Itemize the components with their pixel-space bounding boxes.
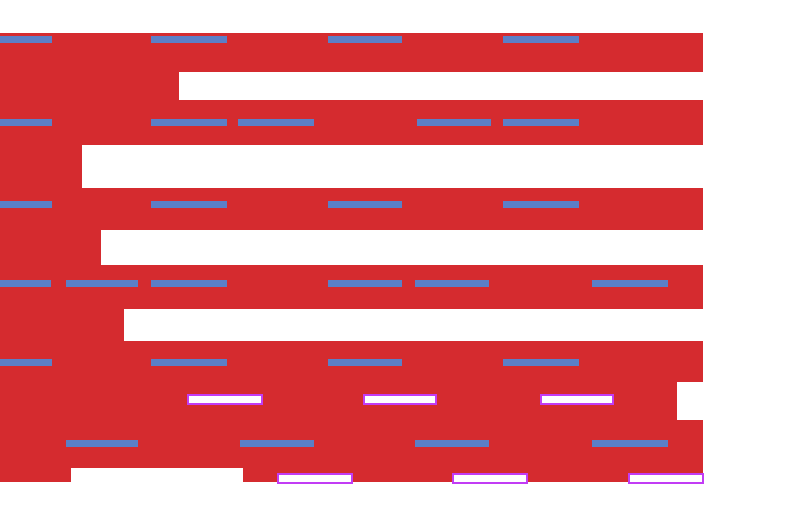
highlight-span[interactable] — [151, 119, 227, 126]
page-gap — [0, 482, 799, 509]
highlight-span[interactable] — [240, 440, 314, 447]
highlight-span[interactable] — [503, 201, 579, 208]
page-gap — [124, 309, 799, 341]
redaction-block — [0, 459, 71, 482]
highlight-span[interactable] — [328, 359, 402, 366]
highlight-span[interactable] — [0, 119, 52, 126]
redaction-block — [0, 230, 101, 265]
highlight-span[interactable] — [415, 440, 489, 447]
redaction-block — [0, 309, 124, 341]
highlight-span[interactable] — [151, 359, 227, 366]
annotation-box[interactable] — [363, 394, 437, 405]
redaction-block — [0, 145, 82, 188]
redaction-block — [0, 188, 703, 230]
highlight-span[interactable] — [415, 280, 489, 287]
redaction-block — [0, 265, 703, 309]
redaction-block — [0, 100, 703, 145]
highlight-span[interactable] — [151, 280, 227, 287]
highlight-span[interactable] — [503, 359, 579, 366]
annotation-box[interactable] — [187, 394, 263, 405]
highlight-span[interactable] — [503, 36, 579, 43]
redaction-block — [243, 459, 703, 482]
annotation-box[interactable] — [628, 473, 704, 484]
page-gap — [179, 72, 799, 100]
highlight-span[interactable] — [328, 201, 402, 208]
highlight-span[interactable] — [151, 201, 227, 208]
highlight-span[interactable] — [0, 36, 52, 43]
annotation-box[interactable] — [540, 394, 614, 405]
highlight-span[interactable] — [151, 36, 227, 43]
highlight-span[interactable] — [592, 280, 668, 287]
highlight-span[interactable] — [66, 440, 138, 447]
page-gap — [101, 230, 799, 265]
highlight-span[interactable] — [0, 359, 52, 366]
highlight-span[interactable] — [417, 119, 491, 126]
annotation-box[interactable] — [452, 473, 528, 484]
page-gap — [82, 145, 799, 188]
redaction-block — [0, 72, 179, 100]
page-gap — [703, 0, 799, 509]
highlight-span[interactable] — [592, 440, 668, 447]
highlight-span[interactable] — [503, 119, 579, 126]
highlight-span[interactable] — [0, 280, 51, 287]
highlight-span[interactable] — [66, 280, 138, 287]
page-gap — [0, 0, 799, 33]
highlight-span[interactable] — [0, 201, 52, 208]
highlight-span[interactable] — [328, 36, 402, 43]
highlight-span[interactable] — [328, 280, 402, 287]
highlight-span[interactable] — [238, 119, 314, 126]
annotation-box[interactable] — [277, 473, 353, 484]
